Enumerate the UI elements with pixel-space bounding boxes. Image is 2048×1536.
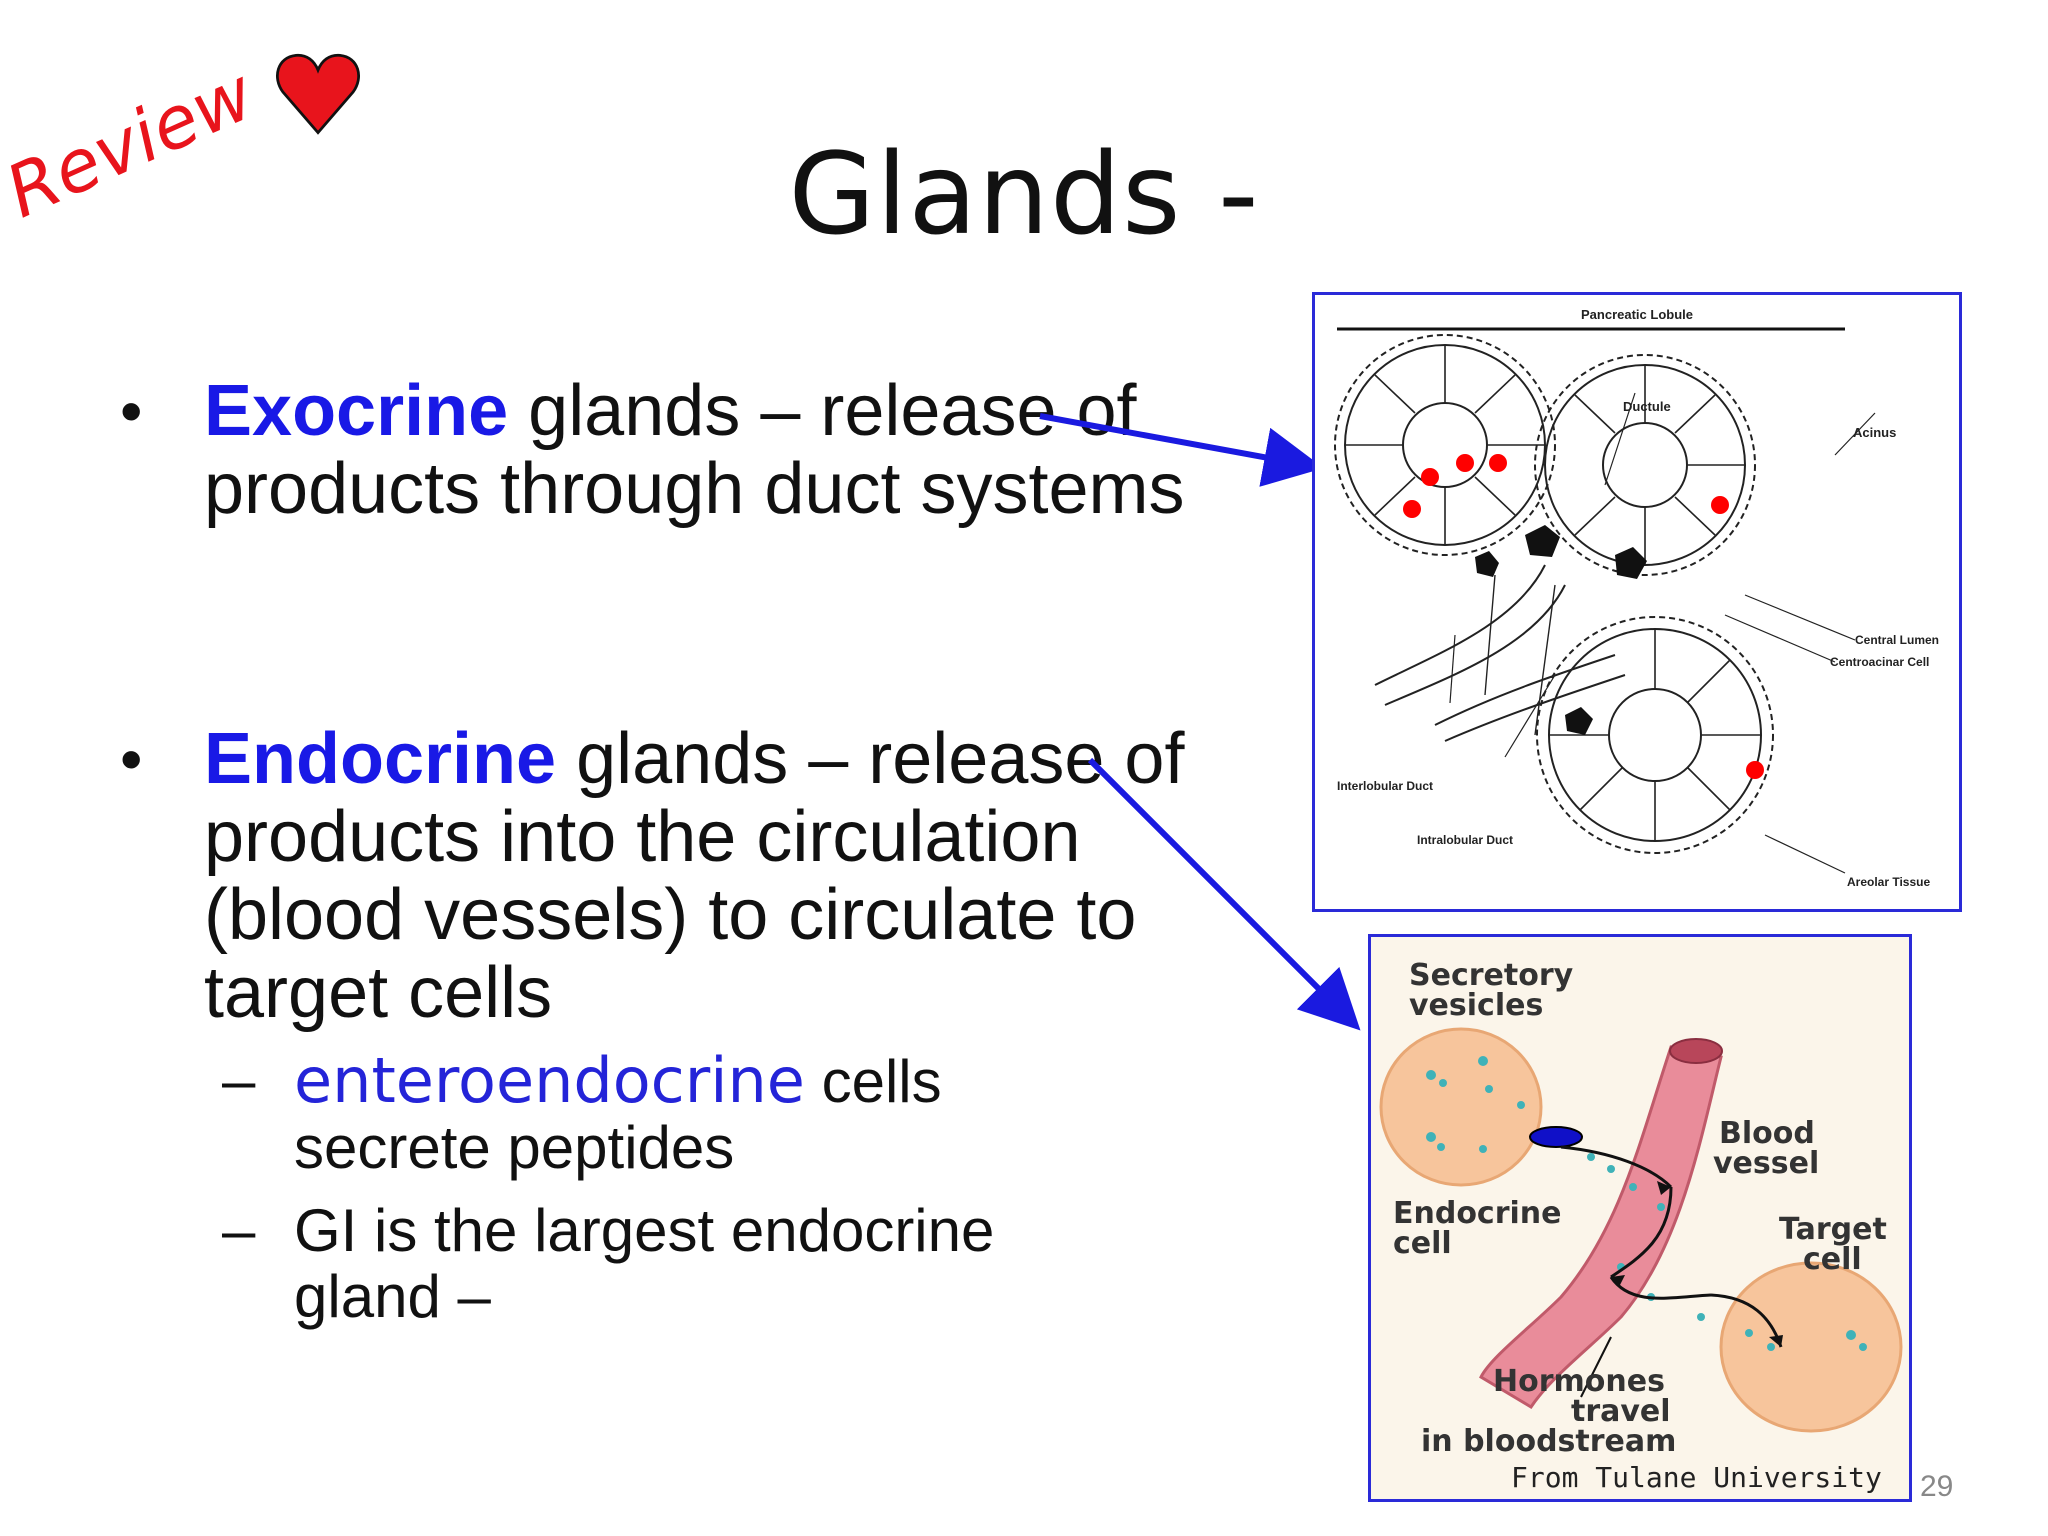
bullet-exocrine: • Exocrine glands – release of products … — [120, 372, 1220, 612]
bullet-dot: • — [120, 723, 143, 795]
label-target-cell-2: cell — [1803, 1242, 1862, 1277]
keyword-enteroendocrine: enteroendocrine — [294, 1044, 805, 1117]
endocrine-drawing — [1379, 1027, 1903, 1433]
figure-credit: From Tulane University — [1511, 1461, 1882, 1494]
lobule-drawing — [1334, 327, 1876, 874]
bullet-body: glands – release of products into the ci… — [204, 719, 1185, 1033]
slide-title: Glands - — [788, 130, 1260, 260]
label-endocrine-cell-2: cell — [1393, 1226, 1452, 1261]
pancreatic-lobule-figure: Pancreatic Lobule — [1312, 292, 1962, 912]
label-hormones-2: travel — [1571, 1394, 1671, 1429]
sub-bullet-text: enteroendocrine cells secrete peptides — [294, 1048, 1114, 1181]
figure1-title: Pancreatic Lobule — [1581, 307, 1693, 322]
label-blood-vessel-1: Blood — [1719, 1116, 1815, 1151]
label-secretory-vesicles-1: Secretory — [1409, 958, 1574, 993]
label-centroacinar-cell: Centroacinar Cell — [1830, 655, 1930, 669]
sub-bullet-text: GI is the largest endocrine gland – — [294, 1197, 995, 1330]
sub-bullet-enteroendocrine: – enteroendocrine cells secrete peptides — [222, 1048, 1122, 1188]
label-hormones-3: in bloodstream — [1421, 1424, 1677, 1459]
label-central-lumen: Central Lumen — [1855, 633, 1940, 647]
bullet-body: glands – release of products through duc… — [204, 371, 1185, 529]
label-hormones-1: Hormones — [1493, 1364, 1665, 1399]
label-interlobular-duct: Interlobular Duct — [1337, 779, 1434, 793]
sub-bullet-dash: – — [222, 1197, 256, 1264]
label-secretory-vesicles-2: vesicles — [1409, 988, 1544, 1023]
exocrine-arrow — [1039, 413, 1324, 487]
label-intralobular-duct: Intralobular Duct — [1417, 833, 1514, 847]
label-areolar-tissue: Areolar Tissue — [1847, 875, 1931, 889]
keyword-endocrine: Endocrine — [204, 719, 557, 799]
sub-bullet-body: cells secrete peptides — [294, 1048, 942, 1181]
page-number: 29 — [1920, 1470, 1954, 1503]
label-ductule: Ductule — [1623, 399, 1671, 414]
bullet-dot: • — [120, 375, 143, 447]
label-blood-vessel-2: vessel — [1713, 1146, 1820, 1181]
heart-icon — [276, 53, 360, 135]
bullet-text: Endocrine glands – release of products i… — [204, 720, 1244, 1032]
label-target-cell-1: Target — [1779, 1212, 1887, 1247]
endocrine-arrow — [1087, 757, 1361, 1031]
label-endocrine-cell-1: Endocrine — [1393, 1196, 1562, 1231]
label-acinus: Acinus — [1853, 425, 1897, 440]
sub-bullet-gi: – GI is the largest endocrine gland – — [222, 1198, 1122, 1338]
bullet-text: Exocrine glands – release of products th… — [204, 372, 1224, 528]
keyword-exocrine: Exocrine — [204, 371, 509, 451]
endocrine-secretion-figure: Secretory vesicles Blood vessel Endocrin… — [1368, 934, 1912, 1502]
sub-bullet-dash: – — [222, 1047, 256, 1114]
bullet-endocrine: • Endocrine glands – release of products… — [120, 720, 1220, 1040]
